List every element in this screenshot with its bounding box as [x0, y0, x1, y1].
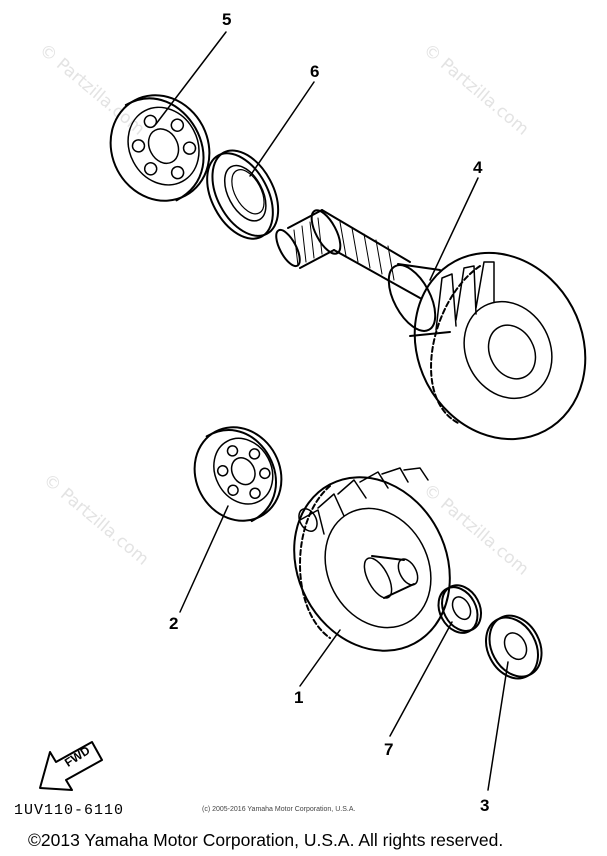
callout-3: 3 [480, 796, 490, 815]
oil-seal-6 [206, 149, 280, 240]
leader-lines [155, 31, 509, 791]
leader-4 [429, 177, 479, 281]
leader-5 [155, 31, 227, 125]
callout-4: 4 [473, 158, 483, 177]
leader-6 [249, 81, 315, 177]
callout-7: 7 [384, 740, 394, 759]
callout-6: 6 [310, 62, 320, 81]
callout-2: 2 [169, 614, 179, 633]
callout-1: 1 [294, 688, 304, 707]
washer-3 [485, 614, 543, 680]
fwd-arrow [39, 741, 103, 791]
leader-1 [299, 629, 341, 687]
callout-5: 5 [222, 10, 232, 29]
small-copyright: (c) 2005-2016 Yamaha Motor Corporation, … [202, 806, 356, 813]
diagram-reference-code: 1UV110-6110 [14, 802, 125, 819]
gear-1 [293, 467, 451, 652]
bearing-2 [193, 426, 283, 523]
shaft-4 [275, 209, 587, 441]
washer-7 [437, 584, 483, 634]
leader-3 [487, 661, 509, 791]
leader-2 [179, 505, 229, 613]
leader-7 [389, 621, 453, 737]
footer-copyright: ©2013 Yamaha Motor Corporation, U.S.A. A… [28, 830, 504, 850]
bearing-5 [109, 94, 211, 202]
